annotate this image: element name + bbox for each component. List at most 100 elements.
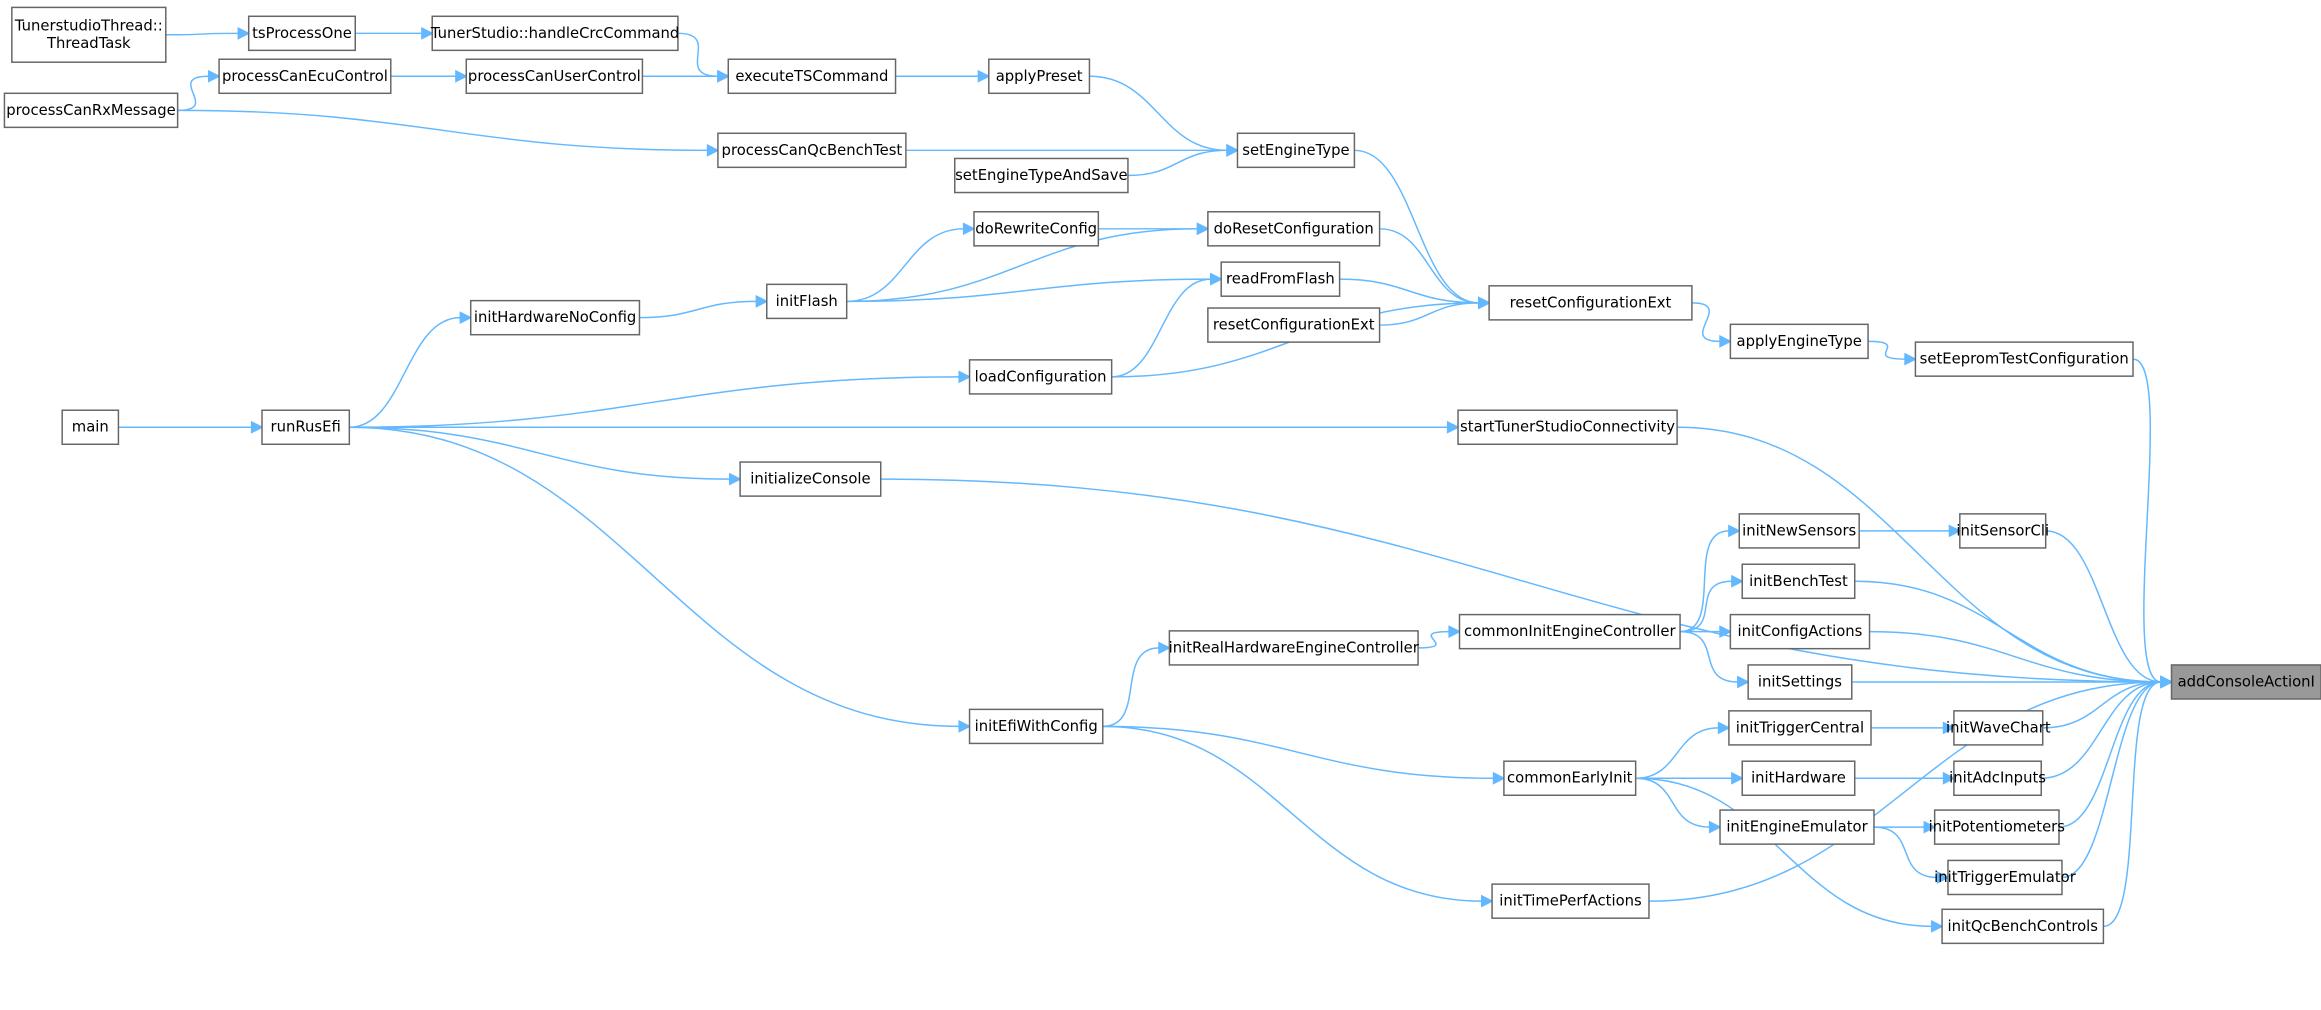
edge-line <box>1635 777 1932 928</box>
edge-init-hardware-to-init-adc <box>1854 771 1956 785</box>
edge-line <box>2103 681 2162 928</box>
node-label: commonInitEngineController <box>1464 623 1676 640</box>
node-init-flash[interactable]: initFlash <box>766 283 848 320</box>
node-init-eng-emu[interactable]: initEngineEmulator <box>1719 809 1875 845</box>
node-label: runRusEfi <box>271 419 341 436</box>
node-init-pot[interactable]: initPotentiometers <box>1929 809 2065 845</box>
node-thread-task[interactable]: TunerstudioThread::ThreadTask <box>11 6 167 63</box>
edge-run-rus-efi-to-load-config <box>349 370 972 428</box>
node-label: processCanEcuControl <box>222 68 388 85</box>
arrowhead-icon <box>717 69 730 83</box>
node-can-ecu[interactable]: processCanEcuControl <box>218 58 392 95</box>
node-do-rewrite[interactable]: doRewriteConfig <box>973 211 1100 247</box>
node-init-efi[interactable]: initEfiWithConfig <box>968 708 1104 745</box>
node-run-rus-efi[interactable]: runRusEfi <box>261 409 351 446</box>
node-label: addConsoleActionI <box>2178 673 2315 690</box>
node-box <box>739 461 882 497</box>
node-init-time-perf[interactable]: initTimePerfActions <box>1491 883 1650 919</box>
node-start-ts[interactable]: startTunerStudioConnectivity <box>1457 409 1678 446</box>
edge-thread-task-to-ts-process-one <box>165 26 251 40</box>
node-reset-ext2[interactable]: resetConfigurationExt <box>1207 307 1381 343</box>
node-box <box>1729 323 1869 360</box>
edge-run-rus-efi-to-start-ts <box>349 420 1460 434</box>
node-label: setEngineType <box>1242 142 1349 159</box>
node-box <box>727 58 897 95</box>
node-box <box>2170 664 2321 700</box>
node-init-sensor-cli[interactable]: initSensorCli <box>1956 513 2049 549</box>
arrowhead-icon <box>1923 820 1937 834</box>
node-label: processCanQcBenchTest <box>722 142 903 159</box>
node-init-bench-test[interactable]: initBenchTest <box>1741 563 1856 600</box>
node-read-from-flash[interactable]: readFromFlash <box>1220 261 1341 297</box>
node-set-eeprom[interactable]: setEepromTestConfiguration <box>1914 341 2134 377</box>
node-init-qc-bench[interactable]: initQcBenchControls <box>1941 908 2105 945</box>
node-load-config[interactable]: loadConfiguration <box>968 359 1113 395</box>
arrowhead-icon <box>962 222 976 236</box>
node-common-init-ec[interactable]: commonInitEngineController <box>1458 613 1681 650</box>
edge-line <box>1873 826 1938 879</box>
node-init-trig-emu[interactable]: initTriggerEmulator <box>1934 859 2077 896</box>
arrowhead-icon <box>1728 524 1741 538</box>
node-label: initSensorCli <box>1956 522 2049 539</box>
node-init-hardware[interactable]: initHardware <box>1741 760 1856 797</box>
node-add-console[interactable]: addConsoleActionI <box>2170 664 2321 700</box>
edge-init-efi-to-common-early <box>1102 725 1506 785</box>
arrowhead-icon <box>1158 641 1172 655</box>
node-label: initWaveChart <box>1946 719 2051 736</box>
node-apply-preset[interactable]: applyPreset <box>988 58 1091 95</box>
node-init-trig-central[interactable]: initTriggerCentral <box>1728 710 1872 746</box>
edge-common-early-to-init-trig-central <box>1635 721 1731 779</box>
node-box <box>3 92 179 129</box>
node-apply-engine-type[interactable]: applyEngineType <box>1729 323 1869 360</box>
node-init-real-hw[interactable]: initRealHardwareEngineController <box>1168 630 1420 666</box>
node-box <box>61 409 120 446</box>
node-box <box>1488 285 1693 321</box>
node-init-adc[interactable]: initAdcInputs <box>1949 760 2046 797</box>
edge-apply-preset-to-set-engine-type <box>1089 75 1240 157</box>
edge-init-time-perf-to-add-console <box>1648 675 2174 902</box>
edge-run-rus-efi-to-init-hw-no-config <box>349 311 473 428</box>
edge-line <box>1339 278 1479 304</box>
arrowhead-icon <box>958 370 972 384</box>
node-handle-crc[interactable]: TunerStudio::handleCrcCommand <box>430 15 679 52</box>
node-label: initTriggerCentral <box>1736 719 1864 736</box>
node-label: doResetConfiguration <box>1214 220 1374 237</box>
node-init-config-actions[interactable]: initConfigActions <box>1729 613 1871 650</box>
node-init-console[interactable]: initializeConsole <box>739 461 882 497</box>
node-box <box>465 58 644 95</box>
edge-apply-engine-type-to-set-eeprom <box>1868 340 1918 366</box>
node-label: initRealHardwareEngineController <box>1169 639 1420 656</box>
arrowhead-icon <box>1936 871 1950 884</box>
node-common-early[interactable]: commonEarlyInit <box>1503 760 1637 797</box>
node-init-wave-chart[interactable]: initWaveChart <box>1946 710 2051 746</box>
node-set-engine-type[interactable]: setEngineType <box>1236 132 1356 169</box>
edge-init-settings-to-add-console <box>1851 675 2174 689</box>
node-can-user[interactable]: processCanUserControl <box>465 58 644 95</box>
node-main[interactable]: main <box>61 409 120 446</box>
edge-line <box>349 426 730 480</box>
node-init-new-sensors[interactable]: initNewSensors <box>1738 513 1860 549</box>
node-set-engine-type-and-save[interactable]: setEngineTypeAndSave <box>954 157 1129 194</box>
arrowhead-icon <box>237 26 251 40</box>
node-do-reset[interactable]: doResetConfiguration <box>1207 211 1381 247</box>
node-label: initQcBenchControls <box>1947 918 2097 935</box>
edge-init-console-to-add-console <box>880 478 2174 689</box>
edge-common-init-ec-to-init-config-actions <box>1680 625 1733 639</box>
node-can-qc[interactable]: processCanQcBenchTest <box>717 132 907 169</box>
node-reset-ext[interactable]: resetConfigurationExt <box>1488 285 1693 321</box>
edge-line <box>1635 777 1710 828</box>
node-ts-process-one[interactable]: tsProcessOne <box>247 15 356 52</box>
edge-init-eng-emu-to-init-trig-emu <box>1873 826 1950 884</box>
node-can-rx[interactable]: processCanRxMessage <box>3 92 179 129</box>
node-box <box>988 58 1091 95</box>
node-box <box>1168 630 1419 666</box>
node-box <box>766 283 848 320</box>
arrowhead-icon <box>729 472 742 486</box>
node-init-hw-no-config[interactable]: initHardwareNoConfig <box>469 299 641 336</box>
edge-common-init-ec-to-init-bench-test <box>1680 574 1744 633</box>
node-exec-ts[interactable]: executeTSCommand <box>727 58 897 95</box>
edge-can-qc-to-set-engine-type <box>905 143 1240 157</box>
edge-line <box>677 32 718 78</box>
node-init-settings[interactable]: initSettings <box>1747 664 1853 700</box>
